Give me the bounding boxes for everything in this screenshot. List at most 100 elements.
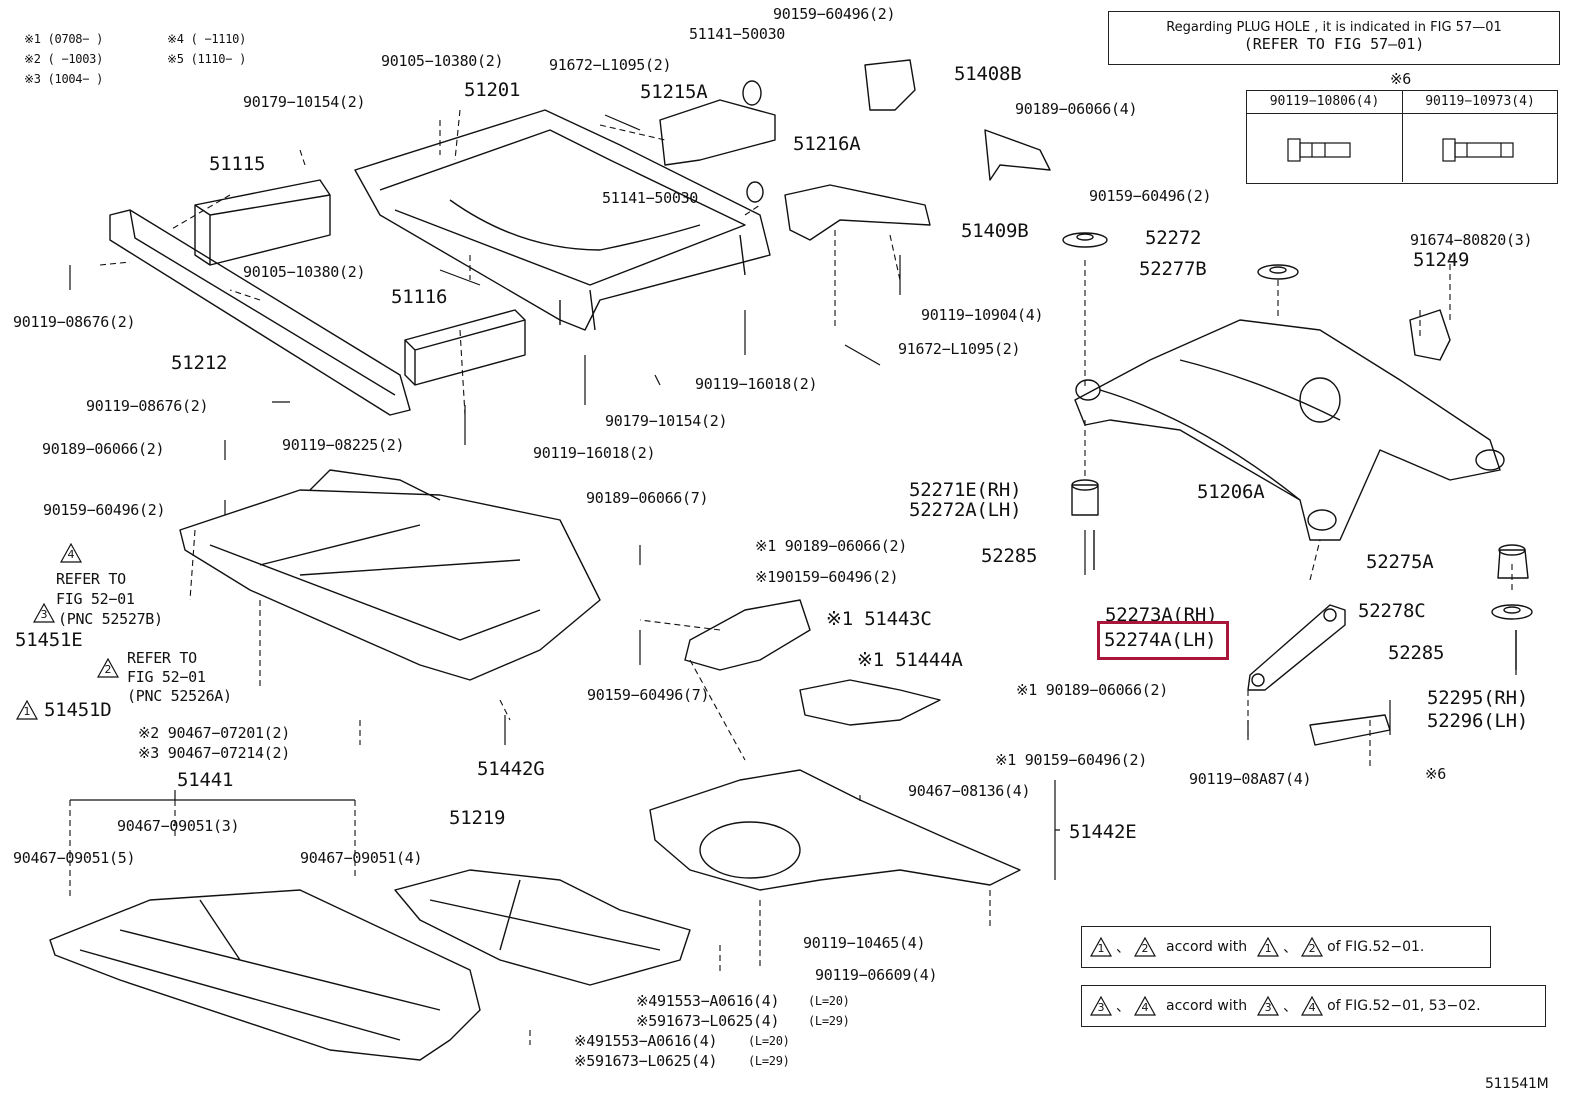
part-label[interactable]: 90119−16018(2) xyxy=(695,375,818,393)
part-label[interactable]: 90119−08A87(4) xyxy=(1189,770,1312,788)
part-label[interactable]: 51441 xyxy=(177,769,234,791)
legend-text: accord with xyxy=(1166,998,1248,1014)
triangle-icon: 1 xyxy=(1090,937,1112,957)
fastener-table: 90119−10806(4) 90119−10973(4) xyxy=(1246,90,1558,184)
part-label[interactable]: 90119−16018(2) xyxy=(533,444,656,462)
part-label[interactable]: 91674−80820(3) xyxy=(1410,231,1533,249)
part-label[interactable]: ※2 90467−07201(2) xyxy=(138,724,290,742)
part-label[interactable]: 90159−60496(7) xyxy=(587,686,710,704)
plug-hole-note: Regarding PLUG HOLE , it is indicated in… xyxy=(1108,11,1560,65)
part-label[interactable]: 52275A xyxy=(1366,551,1434,573)
fastener-table-col2: 90119−10973(4) xyxy=(1402,91,1557,114)
date-code-5: ※5 (1110− ) xyxy=(167,52,247,66)
part-label[interactable]: 90467−09051(5) xyxy=(13,849,136,867)
part-label[interactable]: 91672−L1095(2) xyxy=(898,340,1021,358)
part-label[interactable]: ※591673−L0625(4) xyxy=(574,1052,718,1070)
part-label[interactable]: 51215A xyxy=(640,81,708,103)
part-label[interactable]: 51206A xyxy=(1197,481,1265,503)
part-label[interactable]: 90467−09051(3) xyxy=(117,817,240,835)
part-label[interactable]: 52295(RH) xyxy=(1427,687,1529,709)
part-label[interactable]: 90179−10154(2) xyxy=(605,412,728,430)
triangle-icon: 3 xyxy=(1090,996,1112,1016)
legend-text: accord with xyxy=(1166,939,1248,955)
refer-note-2-line2: FIG 52−01 xyxy=(127,668,206,686)
part-label[interactable]: 51212 xyxy=(171,352,228,374)
part-label[interactable]: 51201 xyxy=(464,79,521,101)
legend-sep: 、 xyxy=(1116,940,1130,956)
part-label[interactable]: 90119−10465(4) xyxy=(803,934,926,952)
part-label[interactable]: 51216A xyxy=(793,133,861,155)
part-label[interactable]: ※1 90189−06066(2) xyxy=(1016,681,1168,699)
plug-hole-note-line1: Regarding PLUG HOLE , it is indicated in… xyxy=(1166,20,1502,35)
triangle-icon: 1 xyxy=(1257,937,1280,957)
part-label[interactable]: 90119−08225(2) xyxy=(282,436,405,454)
part-label[interactable]: 90189−06066(2) xyxy=(42,440,165,458)
part-label[interactable]: 51116 xyxy=(391,286,448,308)
part-label[interactable]: 51442E xyxy=(1069,821,1137,843)
bolt-10806-icon xyxy=(1247,114,1402,182)
refer-note-1-part[interactable]: 51451D xyxy=(44,699,112,721)
refer-note-3-part[interactable]: 51451E xyxy=(15,629,83,651)
part-label[interactable]: 90159−60496(2) xyxy=(43,501,166,519)
undercover-51441-drawing xyxy=(179,469,601,681)
bumper-reinforcement-51212-drawing xyxy=(109,209,411,416)
refer-note-4-line3: (PNC 52527B) xyxy=(58,610,163,628)
refer-note-2: 2 xyxy=(97,658,119,682)
part-label[interactable]: ※1 90189−06066(2) xyxy=(755,537,907,555)
part-label[interactable]: 90105−10380(2) xyxy=(381,52,504,70)
part-label[interactable]: 52285 xyxy=(981,545,1038,567)
part-label[interactable]: 90467−09051(4) xyxy=(300,849,423,867)
part-label[interactable]: ※6 xyxy=(1425,765,1446,783)
part-label[interactable]: 52296(LH) xyxy=(1427,710,1529,732)
triangle-2-icon: 2 xyxy=(97,658,119,678)
part-label[interactable]: ※1 51444A xyxy=(857,649,963,671)
triangle-icon: 2 xyxy=(1301,937,1324,957)
part-label[interactable]: 90119−08676(2) xyxy=(86,397,209,415)
part-label[interactable]: 90159−60496(2) xyxy=(1089,187,1212,205)
triangle-icon: 4 xyxy=(1134,996,1156,1016)
part-label[interactable]: 52277B xyxy=(1139,258,1207,280)
part-label[interactable]: 90105−10380(2) xyxy=(243,263,366,281)
part-label[interactable]: 90189−06066(7) xyxy=(586,489,709,507)
part-label[interactable]: 52285 xyxy=(1388,642,1445,664)
part-label[interactable]: 90467−08136(4) xyxy=(908,782,1031,800)
part-label[interactable]: ※491553−A0616(4) xyxy=(574,1032,718,1050)
part-label[interactable]: 91672−L1095(2) xyxy=(549,56,672,74)
legend-row-2: 3 、 4 accord with 3 、 4 of FIG.52−01, 53… xyxy=(1081,985,1546,1027)
part-label[interactable]: 51141−50030 xyxy=(689,25,786,43)
part-label[interactable]: 51249 xyxy=(1413,249,1470,271)
part-label[interactable]: 90119−10904(4) xyxy=(921,306,1044,324)
leader-lines xyxy=(69,109,1513,1045)
part-label[interactable]: 90119−06609(4) xyxy=(815,966,938,984)
part-label[interactable]: 52271E(RH) xyxy=(909,479,1022,501)
part-label[interactable]: ※3 90467−07214(2) xyxy=(138,744,290,762)
part-label[interactable]: 51141−50030 xyxy=(602,189,699,207)
part-label[interactable]: ※1 90159−60496(2) xyxy=(995,751,1147,769)
highlighted-part-box[interactable]: 52274A(LH) xyxy=(1097,621,1229,660)
part-label[interactable]: ※190159−60496(2) xyxy=(755,568,899,586)
part-label[interactable]: 52272A(LH) xyxy=(909,499,1022,521)
part-label[interactable]: 51408B xyxy=(954,63,1022,85)
part-label[interactable]: 51442G xyxy=(477,758,545,780)
part-label[interactable]: ※591673−L0625(4) xyxy=(636,1012,780,1030)
part-label[interactable]: 90189−06066(4) xyxy=(1015,100,1138,118)
plug-hole-note-line2: (REFER TO FIG 57—01) xyxy=(1243,35,1425,53)
part-label[interactable]: 90179−10154(2) xyxy=(243,93,366,111)
part-label[interactable]: 52273A(RH) xyxy=(1105,604,1218,626)
legend-row-1: 1 、 2 accord with 1 、 2 of FIG.52−01. xyxy=(1081,926,1491,968)
part-label[interactable]: 90159−60496(2) xyxy=(773,5,896,23)
part-label[interactable]: 52278C xyxy=(1358,600,1426,622)
date-code-1: ※1 (0708− ) xyxy=(24,32,104,46)
part-label[interactable]: 51409B xyxy=(961,220,1029,242)
date-code-2: ※2 ( −1003) xyxy=(24,52,104,66)
part-label[interactable]: ※1 51443C xyxy=(826,608,932,630)
part-label[interactable]: 52272 xyxy=(1145,227,1202,249)
refer-note-1: 1 xyxy=(16,700,38,724)
part-label[interactable]: 51115 xyxy=(209,153,266,175)
triangle-1-icon: 1 xyxy=(16,700,38,720)
part-label[interactable]: 90119−08676(2) xyxy=(13,313,136,331)
part-label[interactable]: ※491553−A0616(4) xyxy=(636,992,780,1010)
date-code-4: ※4 ( −1110) xyxy=(167,32,247,46)
part-label[interactable]: 51219 xyxy=(449,807,506,829)
part-label-note: (L=29) xyxy=(808,1014,850,1028)
